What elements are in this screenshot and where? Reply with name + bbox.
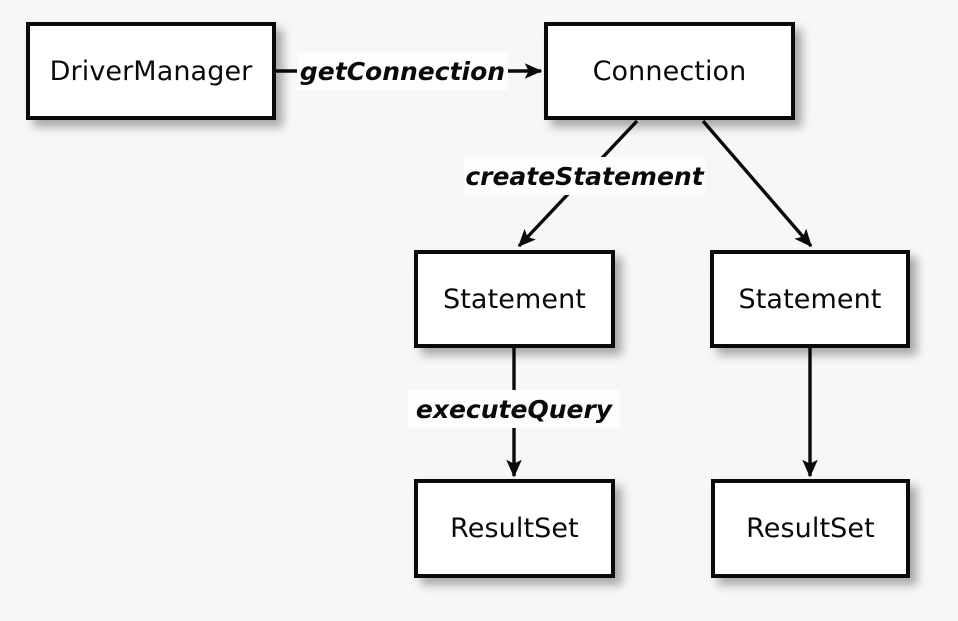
node-label-statement-left: Statement bbox=[443, 283, 586, 315]
node-driver-manager[interactable]: DriverManager bbox=[26, 22, 276, 120]
node-connection[interactable]: Connection bbox=[544, 22, 795, 120]
connector-connection-to-statement-right bbox=[701, 119, 813, 248]
edge-label-execute-query: executeQuery bbox=[408, 390, 620, 428]
edge-label-create-statement: createStatement bbox=[464, 157, 705, 195]
node-label-driver-manager: DriverManager bbox=[49, 55, 253, 87]
node-label-connection: Connection bbox=[592, 55, 747, 87]
edge-label-get-connection: getConnection bbox=[297, 52, 508, 90]
node-label-resultset-right: ResultSet bbox=[746, 513, 875, 544]
node-resultset-left[interactable]: ResultSet bbox=[414, 479, 615, 578]
node-resultset-right[interactable]: ResultSet bbox=[711, 479, 910, 578]
node-statement-left[interactable]: Statement bbox=[414, 250, 615, 348]
node-statement-right[interactable]: Statement bbox=[710, 250, 910, 348]
node-label-statement-right: Statement bbox=[738, 283, 882, 315]
node-label-resultset-left: ResultSet bbox=[450, 513, 579, 544]
